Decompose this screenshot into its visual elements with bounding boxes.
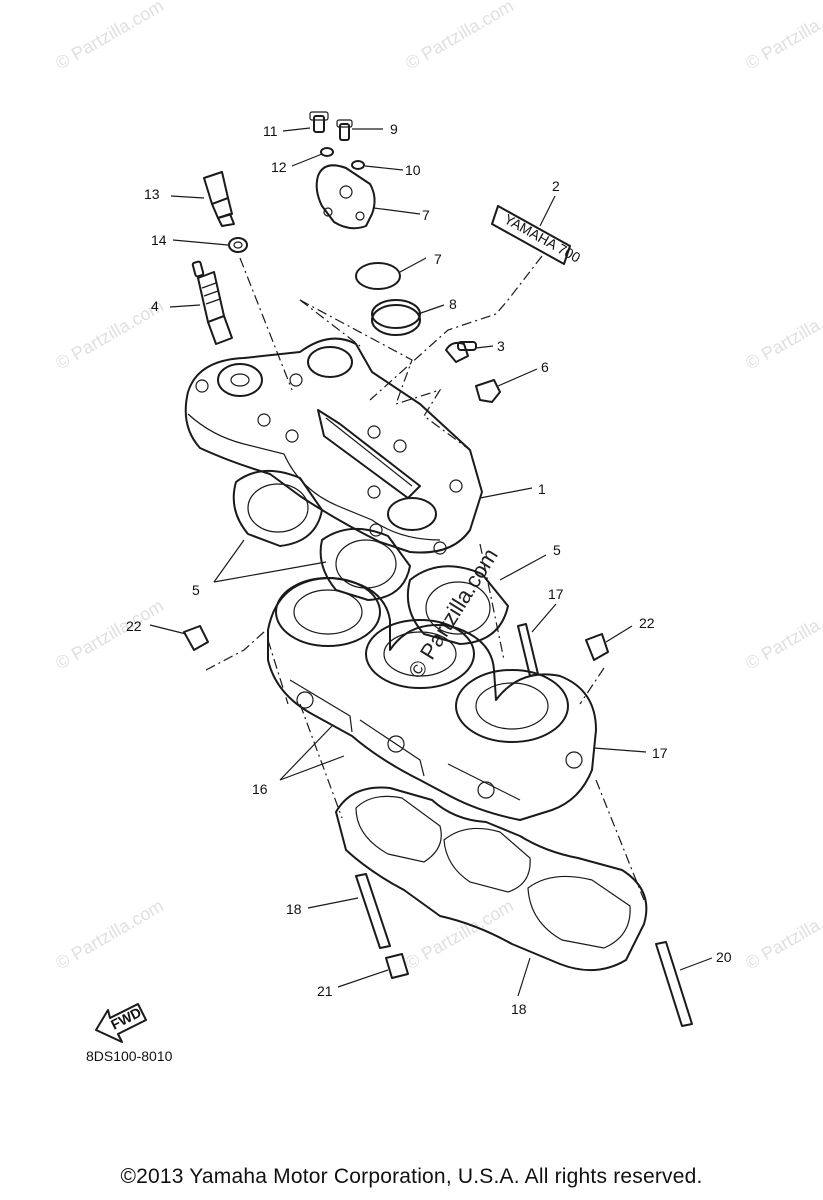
callout-7: 7 <box>434 251 442 267</box>
watermark: © Partzilla.com <box>52 595 167 673</box>
diagram-code: 8DS100-8010 <box>86 1048 173 1064</box>
cylinder-head <box>184 337 483 555</box>
thermostat-ring <box>371 299 421 336</box>
forward-arrow-icon: FWD <box>95 1003 147 1043</box>
hose-fitting <box>445 341 477 363</box>
watermark: © Partzilla.com <box>742 895 823 973</box>
alignment-lines <box>205 255 645 901</box>
callout-6: 6 <box>541 359 549 375</box>
callout-13: 12 <box>271 159 287 175</box>
sealing-washer <box>228 237 248 253</box>
callout-3: 3 <box>497 338 505 354</box>
watermark-center: © Partzilla.com <box>403 544 503 683</box>
callout-14: 13 <box>144 186 160 202</box>
nuts <box>183 625 609 979</box>
o-ring <box>355 262 401 290</box>
callout-22-right: 22 <box>639 615 655 631</box>
leader-lines <box>149 127 713 997</box>
callout-19: 18 <box>286 901 302 917</box>
copyright-text: ©2013 Yamaha Motor Corporation, U.S.A. A… <box>120 1165 703 1188</box>
callout-labels: 11 9 12 10 13 2 7 14 7 4 8 3 6 1 5 5 17 … <box>126 121 732 1017</box>
watermark: © Partzilla.com <box>402 0 517 73</box>
decal: YAMAHA 700 <box>491 205 584 266</box>
cap-nut <box>475 379 501 403</box>
watermark: © Partzilla.com <box>402 895 517 973</box>
callout-4: 4 <box>151 298 159 314</box>
watermark: © Partzilla.com <box>52 0 167 73</box>
callout-8: 8 <box>449 296 457 312</box>
callout-5-right: 5 <box>553 542 561 558</box>
watermark-grid: © Partzilla.com © Partzilla.com © Partzi… <box>52 0 823 973</box>
decal-text: YAMAHA 700 <box>502 211 584 266</box>
watermark: © Partzilla.com <box>52 895 167 973</box>
callout-11: 10 <box>405 162 421 178</box>
callout-20: 20 <box>716 949 732 965</box>
callout-17-upper: 17 <box>652 745 668 761</box>
callout-17-lower: 18 <box>511 1001 527 1017</box>
spark-plug <box>191 260 233 345</box>
watermark: © Partzilla.com <box>742 0 823 73</box>
watermark: © Partzilla.com <box>742 595 823 673</box>
callout-9: 7 <box>422 207 430 223</box>
stud-bolts <box>355 623 693 1027</box>
fwd-label: FWD <box>108 1004 144 1033</box>
callout-12: 11 <box>263 123 278 139</box>
callout-5-left: 5 <box>192 582 200 598</box>
watermark: © Partzilla.com <box>742 295 823 373</box>
callout-18: 17 <box>548 586 564 602</box>
base-gasket <box>335 786 648 972</box>
callout-16: 16 <box>252 781 268 797</box>
callout-10: 9 <box>390 121 398 137</box>
callout-1: 1 <box>538 481 546 497</box>
callout-2: 2 <box>552 178 560 194</box>
callout-15: 14 <box>151 232 167 248</box>
temperature-sensor <box>203 171 235 227</box>
callout-22-left: 22 <box>126 618 142 634</box>
thermostat-cover <box>309 111 376 230</box>
watermark: © Partzilla.com <box>52 295 167 373</box>
cylinder-block <box>267 577 597 821</box>
callout-21: 21 <box>317 983 333 999</box>
